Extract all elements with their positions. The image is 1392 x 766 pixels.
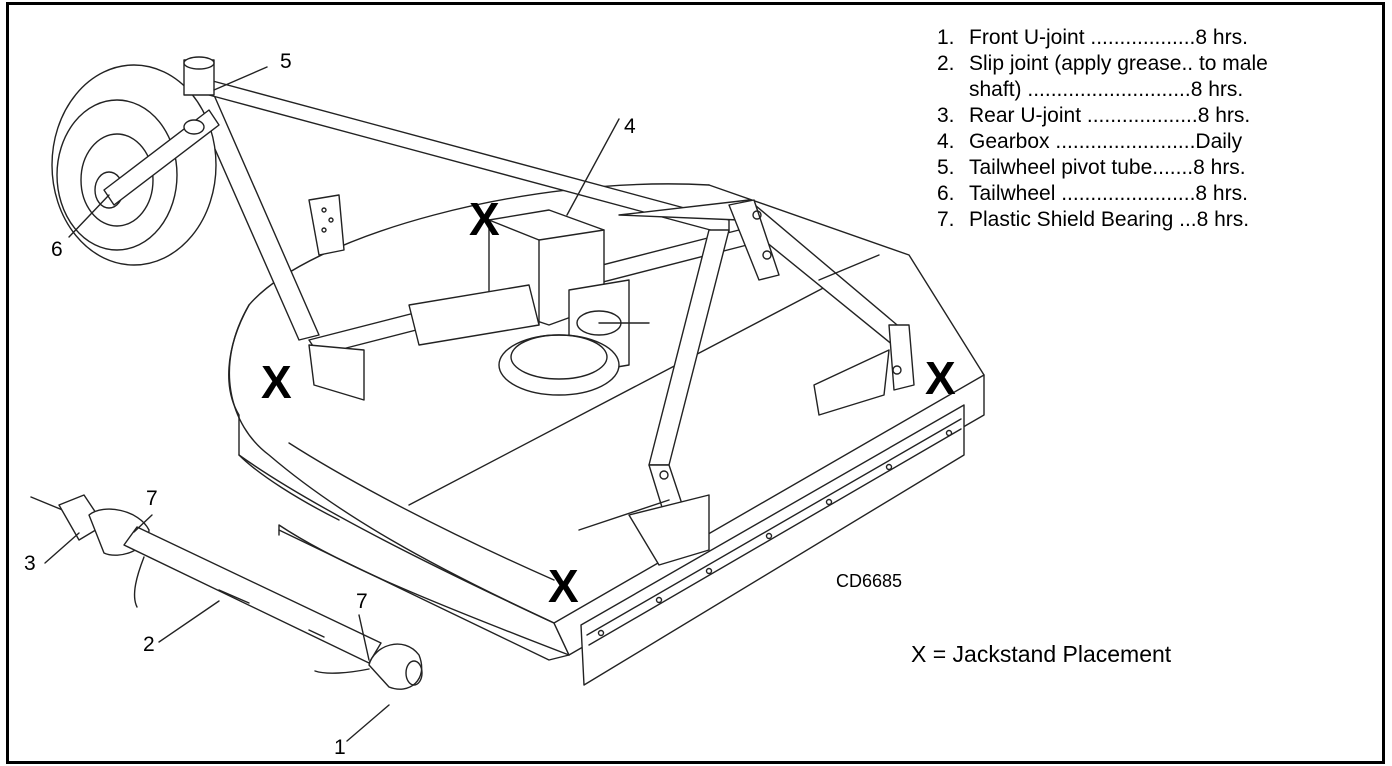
legend-item: 1. Front U-joint ..................8 hrs… [937,25,1377,51]
legend-text: Rear U-joint ...................8 hrs. [969,104,1251,127]
legend-item: 7. Plastic Shield Bearing ...8 hrs. [937,207,1377,233]
jackstand-mark: X [469,193,500,245]
legend-item: 5. Tailwheel pivot tube.......8 hrs. [937,155,1377,181]
legend-number: 1. [937,26,955,49]
legend-text: Tailwheel .......................8 hrs. [969,182,1248,205]
legend-text: Slip joint (apply grease.. to male [969,52,1268,75]
diagram-frame: 5 4 6 7 3 2 7 1 X X X X 1. Front U-joint… [6,2,1385,764]
legend-number: 6. [937,182,955,205]
callout-3: 3 [24,552,36,575]
legend-number: 7. [937,208,955,231]
figure-code: CD6685 [836,571,903,591]
callout-5: 5 [280,50,292,73]
legend-number: 3. [937,104,955,127]
deck-guard-strip [580,404,965,686]
jackstand-mark: X [261,356,292,408]
callout-1: 1 [334,736,346,759]
legend-text: Gearbox ........................Daily [969,130,1243,153]
legend-text: Plastic Shield Bearing ...8 hrs. [969,208,1250,231]
legend-number: 2. [937,52,955,75]
legend-number: 5. [937,156,955,179]
jackstand-mark: X [925,352,956,404]
callout-4: 4 [624,115,636,138]
lubrication-legend: 1. Front U-joint ..................8 hrs… [937,25,1377,233]
deck-details [308,194,890,566]
legend-number: 4. [937,130,955,153]
callout-7-rear: 7 [146,487,158,510]
jackstand-mark: X [548,560,579,612]
callout-6: 6 [51,238,63,261]
mower-illustration [30,56,985,742]
callout-leaders [44,66,620,742]
callout-2: 2 [143,633,155,656]
legend-item: 2. Slip joint (apply grease.. to male [937,51,1377,77]
legend-item: 6. Tailwheel .......................8 hr… [937,181,1377,207]
legend-item: 4. Gearbox ........................Daily [937,129,1377,155]
pto-driveline [30,494,423,690]
legend-text: Front U-joint ..................8 hrs. [969,26,1248,49]
legend-text: Tailwheel pivot tube.......8 hrs. [969,156,1246,179]
tailwheel [51,56,220,266]
legend-text: shaft) ............................8 hrs… [969,78,1244,101]
legend-item: 3. Rear U-joint ...................8 hrs… [937,103,1377,129]
callout-7-front: 7 [356,590,368,613]
legend-item-continued: shaft) ............................8 hrs… [937,77,1377,103]
jackstand-note: X = Jackstand Placement [911,641,1172,667]
